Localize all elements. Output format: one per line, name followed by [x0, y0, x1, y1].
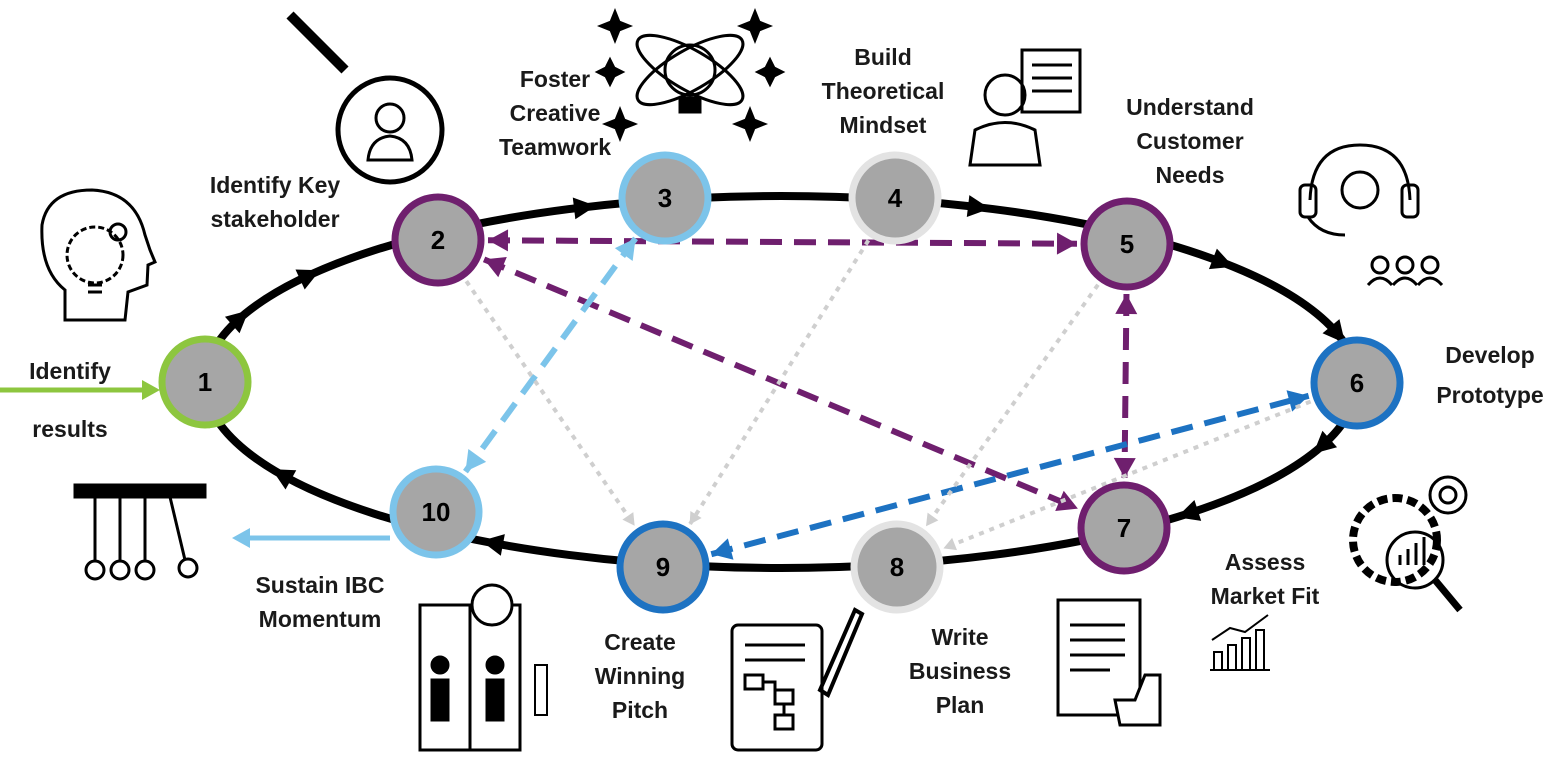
step-node-6: 6	[1310, 336, 1404, 430]
gear-target-icon	[1349, 475, 1468, 613]
link-9-6	[710, 392, 1310, 558]
step-node-7: 7	[1077, 481, 1171, 575]
cycle-arrowhead	[1208, 248, 1234, 270]
step-label-6: Develop Prototype	[1436, 342, 1544, 408]
node-number: 9	[656, 552, 670, 582]
cycle-arrowhead	[271, 469, 297, 490]
node-circle	[1080, 197, 1174, 291]
step-label-3: Foster Creative Teamwork	[498, 66, 612, 160]
link-arrowhead	[943, 537, 958, 551]
node-circle	[391, 193, 485, 287]
flowchart-pencil-icon	[730, 607, 865, 752]
node-number: 6	[1350, 368, 1364, 398]
link-5-7	[1121, 293, 1130, 479]
step-node-4: 4	[848, 151, 942, 245]
cycle-arrowhead	[224, 310, 249, 334]
link-arrowhead	[465, 448, 487, 472]
newtons-cradle-icon	[73, 483, 207, 581]
node-number: 4	[888, 183, 903, 213]
link-arrowhead	[711, 538, 734, 560]
step-node-1: 1	[158, 335, 252, 429]
node-circle	[616, 520, 710, 614]
link-arrowhead	[484, 256, 507, 278]
step-node-3: 3	[618, 151, 712, 245]
step-node-9: 9	[616, 520, 710, 614]
cycle-arrowhead	[1176, 499, 1202, 521]
link-arrowhead	[1115, 293, 1138, 315]
link-arrowhead	[487, 229, 509, 252]
link-3-10	[463, 236, 638, 474]
link-arrowhead	[1055, 490, 1078, 512]
node-number: 3	[658, 183, 672, 213]
node-circle	[618, 151, 712, 245]
node-circle	[848, 151, 942, 245]
cycle-arrowhead	[966, 195, 990, 217]
input-arrowhead	[142, 380, 160, 400]
step-label-1: Identify results	[29, 358, 111, 442]
atom-lightbulb-icon	[594, 7, 786, 143]
cycle-arrowhead	[572, 197, 596, 220]
node-number: 1	[198, 367, 212, 397]
node-number: 2	[431, 225, 445, 255]
headset-customers-icon	[1298, 143, 1444, 287]
step-node-8: 8	[850, 520, 944, 614]
node-number: 5	[1120, 229, 1134, 259]
head-lightbulb-icon	[40, 188, 157, 322]
node-circle	[158, 335, 252, 429]
node-circle	[1310, 336, 1404, 430]
elevator-pitch-icon	[418, 583, 548, 752]
cycle-arrowhead	[1322, 319, 1346, 344]
step-node-5: 5	[1080, 197, 1174, 291]
step-label-2: Identify Key stakeholder	[209, 172, 341, 232]
step-node-2: 2	[391, 193, 485, 287]
node-number: 10	[422, 497, 451, 527]
growth-chart-icon	[1210, 614, 1270, 671]
step-label-8: Write Business Plan	[908, 624, 1012, 718]
step-label-4: Build Theoretical Mindset	[821, 44, 945, 138]
cycle-arrowhead	[481, 534, 505, 556]
link-arrowhead	[614, 238, 636, 262]
link-arrowhead	[689, 510, 702, 525]
link-arrowhead	[622, 512, 635, 526]
link-arrowhead	[926, 512, 939, 527]
document-thumbs-up-icon	[1056, 598, 1162, 727]
step-label-10: Sustain IBC Momentum	[255, 572, 385, 632]
node-circle	[389, 465, 483, 559]
step-label-9: Create Winning Pitch	[594, 629, 686, 723]
output-arrowhead	[232, 528, 250, 548]
presenter-icon	[968, 48, 1082, 167]
step-label-7: Assess Market Fit	[1210, 549, 1320, 609]
link-arrowhead	[1286, 390, 1309, 412]
node-circle	[850, 520, 944, 614]
step-label-5: Understand Customer Needs	[1126, 94, 1254, 188]
link-arrowhead	[1113, 457, 1136, 479]
link-arrowhead	[1056, 232, 1078, 255]
link-4-9	[687, 239, 871, 526]
cycle-arrowhead	[295, 269, 321, 290]
step-node-10: 10	[389, 465, 483, 559]
link-2-7	[482, 256, 1080, 512]
link-2-5	[487, 237, 1078, 247]
node-number: 8	[890, 552, 904, 582]
cycle-arrowhead	[1313, 430, 1338, 454]
magnifier-person-icon	[286, 11, 445, 185]
node-number: 7	[1117, 513, 1131, 543]
link-2-9	[464, 280, 637, 527]
node-circle	[1077, 481, 1171, 575]
